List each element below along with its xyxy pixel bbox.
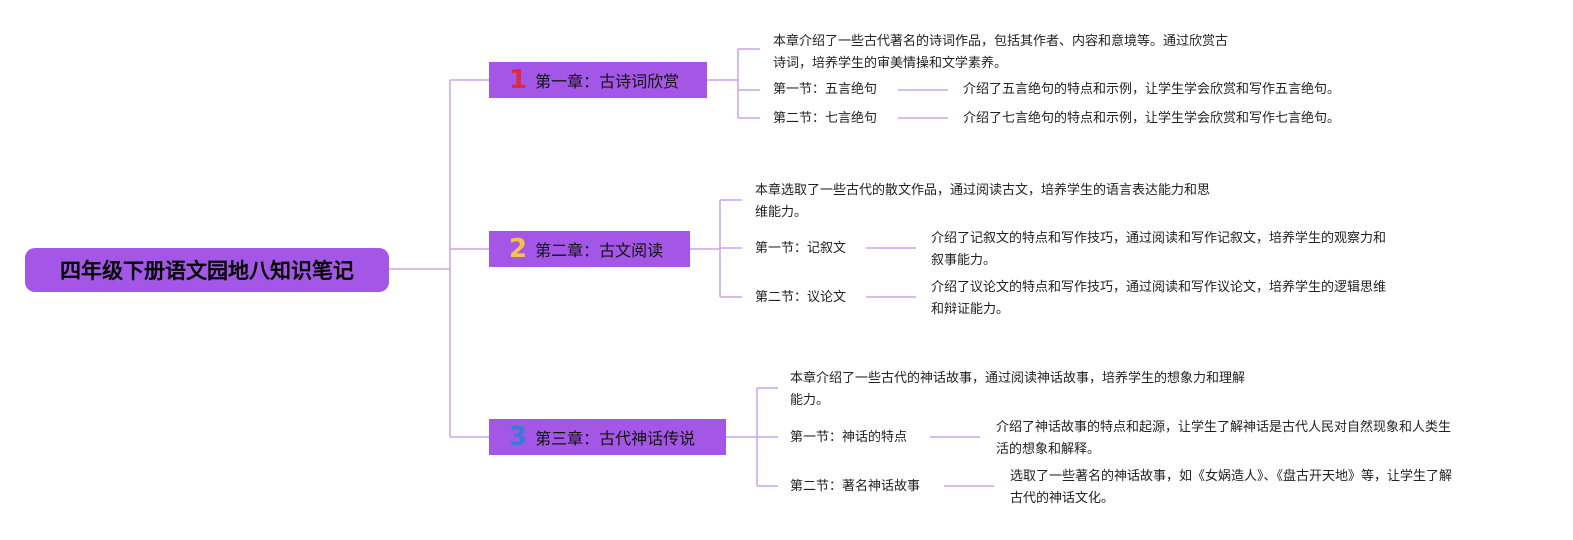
chapter-title-3: 第三章：古代神话传说 <box>535 429 696 448</box>
section-desc-2-1: 介绍了记叙文的特点和写作技巧，通过阅读和写作记叙文，培养学生的观察力和 叙事能力… <box>931 231 1387 268</box>
chapter-node-2[interactable]: 2 第二章：古文阅读 <box>489 231 690 267</box>
chapter-node-1[interactable]: 1 第一章：古诗词欣赏 <box>489 62 707 98</box>
chapter-number-2: 2 <box>509 234 528 264</box>
chapter-intro-3: 本章介绍了一些古代的神话故事，通过阅读神话故事，培养学生的想象力和理解 能力。 <box>790 371 1246 408</box>
chapter-title-1: 第一章：古诗词欣赏 <box>535 72 680 91</box>
section-desc-3-2: 选取了一些著名的神话故事，如《女娲造人》、《盘古开天地》等，让学生了解 古代的神… <box>1010 469 1453 506</box>
section-label-2-2[interactable]: 第二节：议论文 <box>755 290 847 305</box>
chapter-node-3[interactable]: 3 第三章：古代神话传说 <box>489 419 726 455</box>
chapter-title-2: 第二章：古文阅读 <box>535 241 664 260</box>
section-desc-2-2: 介绍了议论文的特点和写作技巧，通过阅读和写作议论文，培养学生的逻辑思维 和辩证能… <box>931 280 1387 317</box>
section-label-1-2[interactable]: 第二节：七言绝句 <box>773 111 878 126</box>
chapter-number-3: 3 <box>509 422 528 452</box>
chapter-intro-1: 本章介绍了一些古代著名的诗词作品，包括其作者、内容和意境等。通过欣赏古 诗词，培… <box>773 34 1229 71</box>
section-label-3-1[interactable]: 第一节：神话的特点 <box>790 430 908 445</box>
section-desc-1-2: 介绍了七言绝句的特点和示例，让学生学会欣赏和写作七言绝句。 <box>963 111 1341 126</box>
section-label-1-1[interactable]: 第一节：五言绝句 <box>773 82 878 97</box>
section-label-3-2[interactable]: 第二节：著名神话故事 <box>790 479 921 494</box>
section-desc-1-1: 介绍了五言绝句的特点和示例，让学生学会欣赏和写作五言绝句。 <box>963 82 1341 97</box>
section-label-2-1[interactable]: 第一节：记叙文 <box>755 241 847 256</box>
root-title: 四年级下册语文园地八知识笔记 <box>60 259 354 283</box>
root-node[interactable]: 四年级下册语文园地八知识笔记 <box>25 248 389 292</box>
chapter-intro-2: 本章选取了一些古代的散文作品，通过阅读古文，培养学生的语言表达能力和思 维能力。 <box>755 183 1211 220</box>
section-desc-3-1: 介绍了神话故事的特点和起源，让学生了解神话是古代人民对自然现象和人类生 活的想象… <box>996 420 1452 457</box>
chapter-number-1: 1 <box>509 65 528 95</box>
